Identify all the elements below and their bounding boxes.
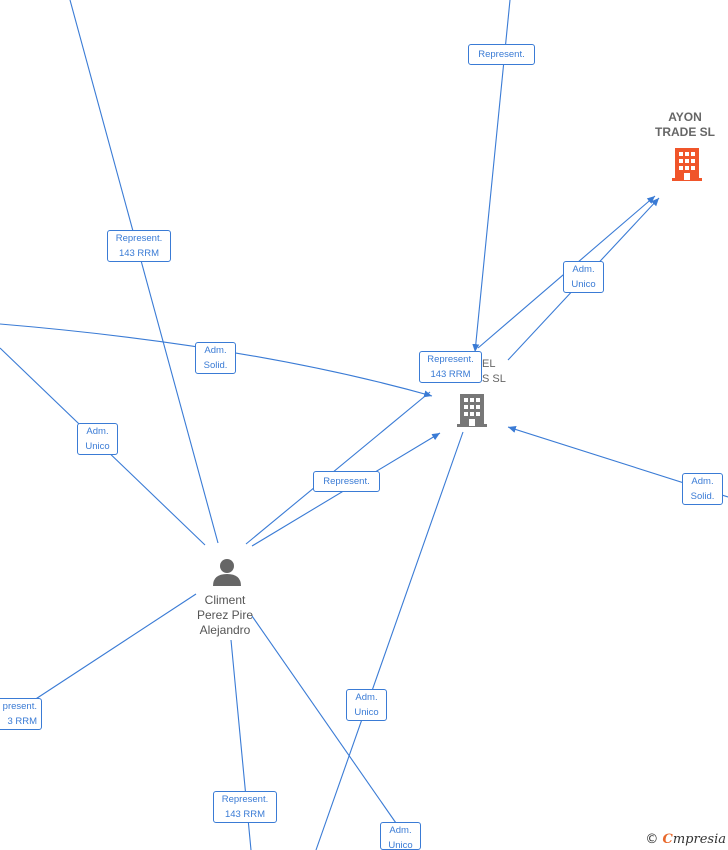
edge-label-adm-unico-left[interactable]: Adm. Unico — [77, 423, 118, 455]
edge-label-text: 143 RRM — [224, 809, 266, 820]
building-icon-ayon[interactable] — [671, 146, 703, 187]
edge-label-text: Adm. — [691, 476, 714, 487]
company-name-line-2: TRADE SL — [655, 125, 715, 139]
edge-label-adm-solid-left[interactable]: Adm. Solid. — [195, 342, 236, 374]
edge-label-text: present. — [2, 701, 37, 712]
edge-label-bottom-represent-143[interactable]: Represent. 143 RRM — [213, 791, 277, 823]
edge-label-text: Adm. — [572, 264, 595, 275]
building-icon-center[interactable] — [456, 392, 488, 433]
brand-rest: mpresia — [672, 832, 726, 847]
person-name-line-3: Alejandro — [199, 623, 251, 637]
person-icon[interactable] — [212, 557, 242, 592]
edge-label-text: Represent. — [323, 476, 370, 487]
edge-label-adm-unico-bottom-right[interactable]: Adm. Unico — [380, 822, 421, 850]
edge-label-text: Unico — [354, 707, 379, 718]
company-name-line-1: EL — [482, 358, 496, 370]
edge-adm-unico-bottom — [315, 431, 464, 850]
edge-label-bottom-left-represent[interactable]: present. 3 RRM — [0, 698, 42, 730]
person-label[interactable]: Climent Perez Pire Alejandro — [185, 593, 265, 638]
person-name-line-1: Climent — [204, 593, 246, 607]
edge-label-text: Adm. — [389, 825, 412, 836]
edge-label-person-represent[interactable]: Represent. — [313, 471, 380, 492]
edge-label-center-represent-143[interactable]: Represent. 143 RRM — [419, 351, 482, 383]
company-name-line-2: S SL — [482, 373, 506, 385]
edge-left-represent-143 — [69, 0, 219, 544]
edge-person-center-1 — [245, 391, 431, 545]
company-label-ayon[interactable]: AYON TRADE SL — [645, 110, 725, 140]
edge-label-text: 143 RRM — [118, 248, 160, 259]
edge-label-text: Unico — [388, 840, 413, 850]
edge-label-adm-unico-bottom[interactable]: Adm. Unico — [346, 689, 387, 721]
edge-label-text: Adm. — [86, 426, 109, 437]
edge-label-text: Represent. — [115, 233, 163, 244]
brand-initial: C — [662, 832, 673, 847]
edge-bottom-left-represent — [24, 593, 197, 707]
edge-label-adm-unico-ayon[interactable]: Adm. Unico — [563, 261, 604, 293]
edge-label-text: Unico — [85, 441, 110, 452]
company-label-center[interactable]: EL S SL — [470, 357, 520, 387]
edge-label-top-represent[interactable]: Represent. — [468, 44, 535, 65]
edge-adm-unico-bottom-right — [251, 615, 406, 837]
person-name-line-2: Perez Pire — [196, 608, 254, 622]
edge-label-text: Represent. — [221, 794, 269, 805]
edge-label-left-represent-143[interactable]: Represent. 143 RRM — [107, 230, 171, 262]
edge-label-text: Adm. — [355, 692, 378, 703]
empresia-watermark: © Cmpresia — [645, 832, 726, 847]
edge-label-text: Unico — [571, 279, 596, 290]
edge-label-text: Represent. — [427, 354, 474, 365]
edge-label-text: Represent. — [478, 49, 525, 60]
edge-label-text: Solid. — [203, 360, 228, 371]
edge-label-text: Adm. — [204, 345, 227, 356]
copyright-symbol: © — [645, 832, 659, 847]
edge-label-text: 143 RRM — [430, 369, 471, 380]
edge-label-text: Solid. — [690, 491, 715, 502]
company-name-line-1: AYON — [668, 110, 702, 124]
edge-label-text: 3 RRM — [7, 716, 37, 727]
edge-label-adm-solid-right[interactable]: Adm. Solid. — [682, 473, 723, 505]
